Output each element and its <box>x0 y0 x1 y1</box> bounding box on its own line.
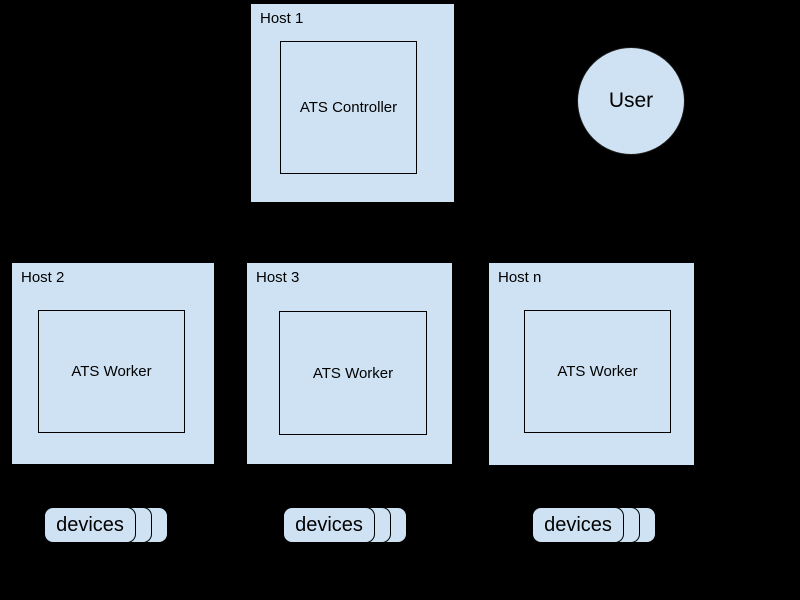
ats-controller-box: ATS Controller <box>280 41 417 174</box>
devices-stack-1: devices <box>44 507 170 543</box>
host-1-box: Host 1 ATS Controller <box>250 3 455 203</box>
user-circle: User <box>577 47 685 155</box>
host-n-box: Host n ATS Worker <box>488 262 695 466</box>
devices-label-1: devices <box>56 513 124 536</box>
ats-worker-box-2: ATS Worker <box>279 311 427 435</box>
ats-worker-box-3: ATS Worker <box>524 310 671 433</box>
ats-worker-box-1: ATS Worker <box>38 310 185 433</box>
devices-stack-1-front-card: devices <box>44 507 136 543</box>
host-3-box: Host 3 ATS Worker <box>246 262 453 465</box>
devices-stack-2-front-card: devices <box>283 507 375 543</box>
devices-stack-3-front-card: devices <box>532 507 624 543</box>
devices-stack-3: devices <box>532 507 658 543</box>
host-3-label: Host 3 <box>256 269 300 286</box>
host-n-label: Host n <box>498 269 542 286</box>
devices-stack-2: devices <box>283 507 409 543</box>
ats-worker-label-2: ATS Worker <box>312 364 394 382</box>
host-2-label: Host 2 <box>21 269 65 286</box>
devices-label-3: devices <box>544 513 612 536</box>
devices-label-2: devices <box>295 513 363 536</box>
ats-worker-label-1: ATS Worker <box>71 363 152 380</box>
user-label: User <box>608 89 654 112</box>
host-1-label: Host 1 <box>260 10 304 27</box>
ats-worker-label-3: ATS Worker <box>557 363 638 380</box>
host-2-box: Host 2 ATS Worker <box>11 262 215 465</box>
ats-controller-label: ATS Controller <box>299 99 398 116</box>
